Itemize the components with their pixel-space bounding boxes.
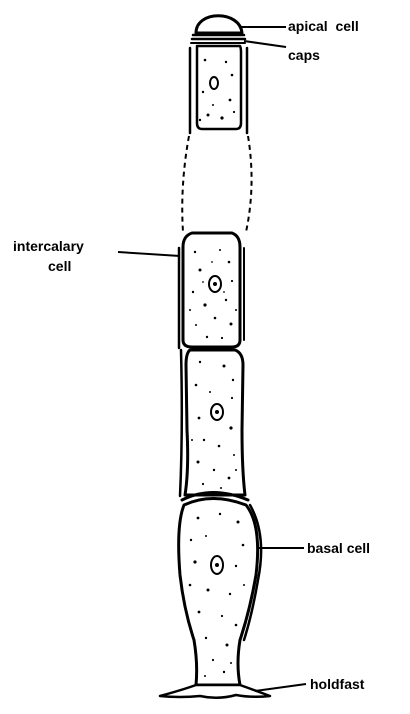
apical-cell [196,16,242,33]
intercalary-leader [118,252,180,256]
basal-region [160,493,270,698]
intercalary-region [179,233,244,348]
omitted-cells-dashed [182,136,251,232]
basal-cell-label: basal cell [307,540,370,556]
caps-label: caps [288,47,320,63]
middle-cell [185,350,245,495]
upper-cell [197,46,241,129]
apical-cell-label: apical cell [288,18,359,34]
middle-cell-region [180,350,245,496]
holdfast [160,685,270,698]
intercalary-label-line2: cell [48,258,71,274]
caps-leader [244,41,286,47]
intercalary-label-line1: intercalary [13,238,84,254]
basal-cell [179,499,258,686]
holdfast-leader [255,684,306,691]
caps [191,35,245,43]
apical-region [190,16,247,133]
holdfast-label: holdfast [310,676,365,692]
